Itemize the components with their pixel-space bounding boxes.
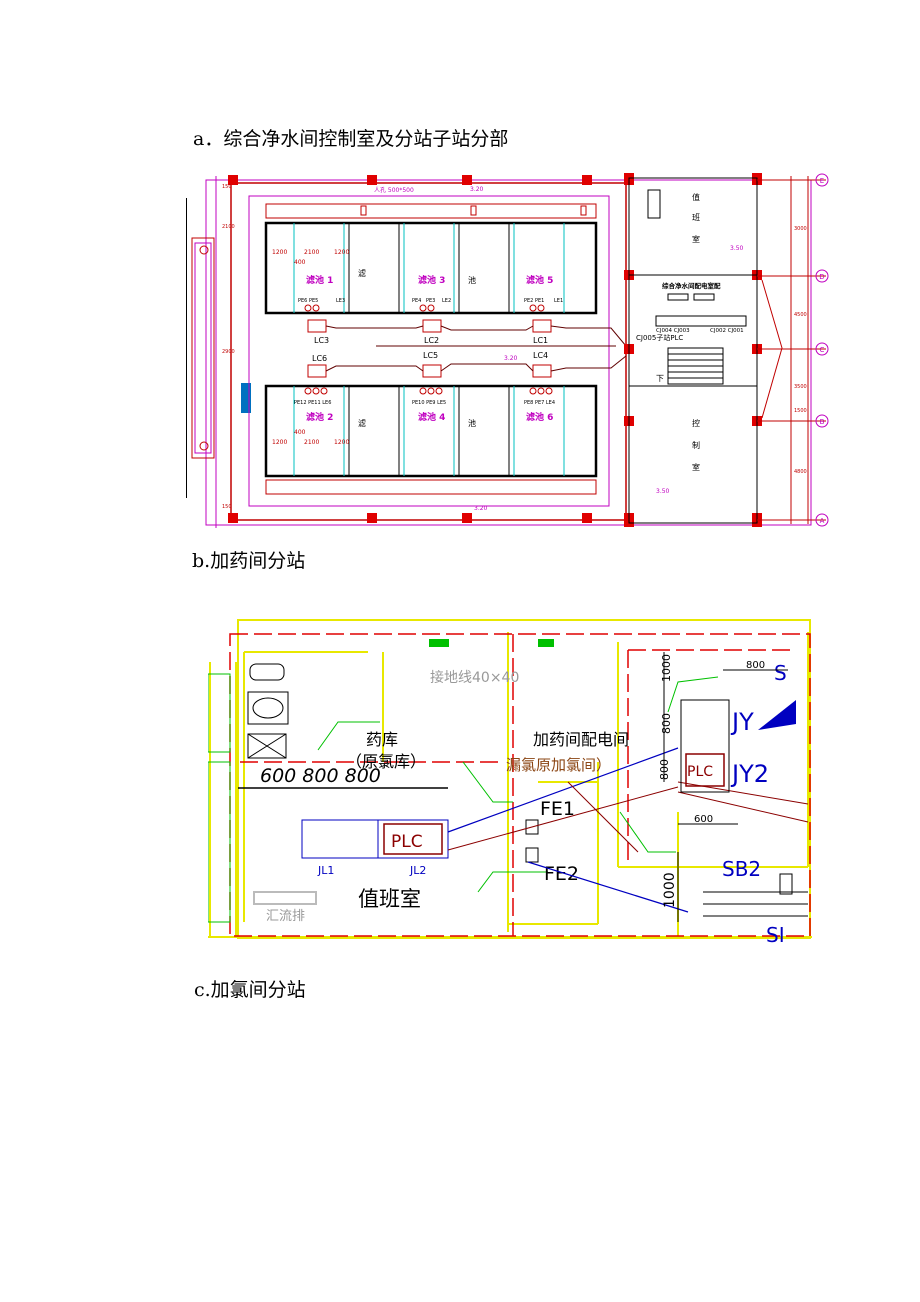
elev-label: 3.50 xyxy=(656,488,670,495)
power-room-sub-label: 漏氯原加氯间） xyxy=(506,756,611,774)
busbar-label: 汇流排 xyxy=(266,909,305,924)
dim-1000-b: 1000 xyxy=(662,872,678,908)
power-room-label: 加药间配电间 xyxy=(533,730,629,749)
dim-800-b: 800 xyxy=(660,713,673,734)
sb2-label: SB2 xyxy=(722,857,761,881)
lc2-label: LC2 xyxy=(424,336,439,345)
lc6-label: LC6 xyxy=(312,354,327,363)
axis-c: C xyxy=(820,346,825,354)
le-label: LE1 xyxy=(554,298,563,304)
panel-label: CJ002 CJ001 xyxy=(710,328,744,334)
stair-down-label: 下 xyxy=(656,374,664,383)
control-room-char: 室 xyxy=(692,462,700,472)
axis-a: A xyxy=(820,517,825,525)
dimension-row-label: 600 800 800 xyxy=(260,765,381,787)
elev-label: 3.20 xyxy=(474,505,488,512)
duty-room-char: 室 xyxy=(692,234,700,244)
axis-b: B xyxy=(820,418,825,426)
filter-6-label: 滤池 6 xyxy=(526,411,553,423)
caption-c: c.加氯间分站 xyxy=(194,979,306,1001)
caption-a: a．综合净水间控制室及分站子站分部 xyxy=(193,128,509,150)
dim-label: 2100 xyxy=(304,439,319,446)
caption-b: b.加药间分站 xyxy=(192,550,306,572)
control-room-char: 控 xyxy=(692,418,700,428)
figure-b-drawing: 接地线40×40 药库 （原氯库） 加药间配电间 漏氯原加氯间） 600 800… xyxy=(208,619,812,944)
duty-room-char: 值 xyxy=(692,192,700,202)
filter-5-label: 滤池 5 xyxy=(526,274,553,286)
left-dim: 150 xyxy=(222,504,232,510)
dim-1000-a: 1000 xyxy=(660,654,673,682)
filter-mid-top-a: 滤 xyxy=(358,268,366,278)
duty-room-char: 班 xyxy=(692,212,700,222)
panel-label: CJ004 CJ003 xyxy=(656,328,690,334)
jl2-label: JL2 xyxy=(409,864,426,877)
plc-label: PLC xyxy=(391,832,423,852)
pe-label: PE12 PE11 LE6 xyxy=(294,400,331,406)
control-room-char: 制 xyxy=(692,440,700,450)
lc3-label: LC3 xyxy=(314,336,329,345)
jy1-label: JY xyxy=(730,708,754,736)
dim-label: 1200 xyxy=(272,439,287,446)
dim-label: 1200 xyxy=(272,249,287,256)
dim-label: 2100 xyxy=(304,249,319,256)
le-label: LE2 xyxy=(442,298,451,304)
plc-substation-label: CJ005子站PLC xyxy=(636,333,683,342)
fe1-label: FE1 xyxy=(540,798,575,820)
duty-room-label: 值班室 xyxy=(358,887,421,911)
left-dim: 2100 xyxy=(222,224,235,230)
plc2-label: PLC xyxy=(687,764,713,780)
pe-label: PE2 PE1 xyxy=(524,298,544,304)
dim-800-c: 800 xyxy=(658,759,671,780)
axis-d: D xyxy=(819,273,824,281)
axis-e: E xyxy=(820,177,824,185)
elev-label: 3.50 xyxy=(730,245,744,252)
ground-wire-label: 接地线40×40 xyxy=(430,669,519,686)
jy2-label: JY2 xyxy=(730,760,769,788)
right-dim: 1500 xyxy=(794,408,807,414)
dim-600: 600 xyxy=(694,814,713,825)
filter-1-label: 滤池 1 xyxy=(306,274,333,286)
elev-label: 3.20 xyxy=(504,355,518,362)
le-label: LE3 xyxy=(336,298,345,304)
left-dim: 2900 xyxy=(222,349,235,355)
store-label: 药库 xyxy=(366,730,398,749)
left-dim: 150 xyxy=(222,184,232,190)
dim-label: 1200 xyxy=(334,439,349,446)
s-top-label: S xyxy=(774,661,787,685)
right-dim: 4800 xyxy=(794,469,807,475)
filter-mid-bot-a: 滤 xyxy=(358,418,366,428)
dim-800: 800 xyxy=(746,660,765,671)
pe-label: PE6 PE5 xyxy=(298,298,318,304)
filter-3-label: 滤池 3 xyxy=(418,274,445,286)
right-dim: 3500 xyxy=(794,384,807,390)
dim-label: 1200 xyxy=(334,249,349,256)
pe-label: PE4 xyxy=(412,298,421,304)
figure-a-drawing: 滤池 1 滤池 3 滤池 5 滤池 2 滤池 4 滤池 6 滤 池 滤 池 12… xyxy=(186,173,829,528)
hole-label: 人孔 500*500 xyxy=(374,186,414,194)
power-room-label: 综合净水间配电室配 xyxy=(662,281,721,290)
filter-4-label: 滤池 4 xyxy=(418,411,445,423)
filter-2-label: 滤池 2 xyxy=(306,411,333,423)
right-dim: 3000 xyxy=(794,226,807,232)
s-bottom-label: SI xyxy=(766,923,785,944)
elev-label: 3.20 xyxy=(470,186,484,193)
filter-mid-bot-b: 池 xyxy=(468,418,476,428)
pe-label: PE10 PE9 LE5 xyxy=(412,400,446,406)
dim-label: 400 xyxy=(294,259,306,266)
right-dim: 4500 xyxy=(794,312,807,318)
dim-label: 400 xyxy=(294,429,306,436)
jl1-label: JL1 xyxy=(317,864,334,877)
pe-label: PE8 PE7 LE4 xyxy=(524,400,555,406)
fe2-label: FE2 xyxy=(544,863,579,885)
lc4-label: LC4 xyxy=(533,351,548,360)
pe-label: PE3 xyxy=(426,298,435,304)
store-sub-label: （原氯库） xyxy=(346,752,426,771)
lc5-label: LC5 xyxy=(423,351,438,360)
lc1-label: LC1 xyxy=(533,336,548,345)
filter-mid-top-b: 池 xyxy=(468,275,476,285)
